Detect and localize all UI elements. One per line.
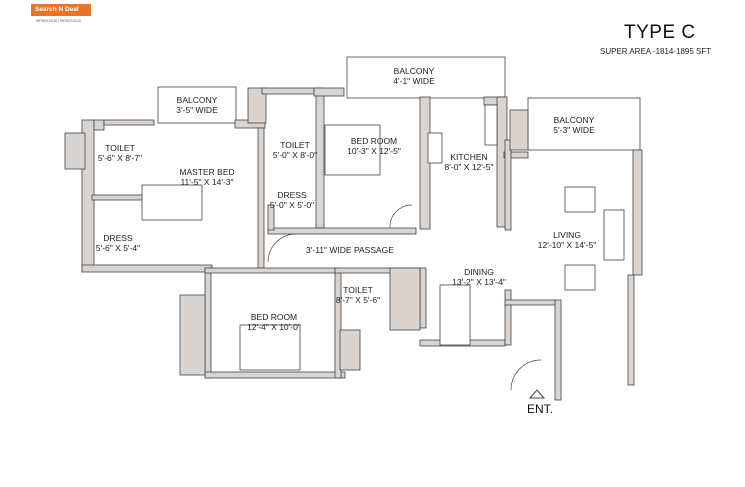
wall	[554, 299, 562, 401]
dining-table	[439, 284, 471, 346]
wall	[389, 267, 421, 331]
wall	[315, 87, 325, 229]
stove	[427, 132, 443, 164]
sink	[484, 104, 498, 146]
wall	[247, 87, 267, 124]
wall	[267, 204, 275, 231]
room-passage: 3'-11" WIDE PASSAGE	[306, 245, 394, 255]
bedroom-1-bed	[324, 124, 381, 176]
wall	[257, 127, 265, 269]
wall	[81, 264, 213, 273]
door-swing	[267, 233, 297, 263]
sofa	[564, 186, 596, 213]
plan-title: TYPE C	[624, 22, 696, 43]
wall	[509, 109, 529, 151]
sofa	[564, 264, 596, 291]
wall	[504, 299, 556, 306]
wall	[632, 149, 643, 276]
wall	[504, 139, 512, 231]
brand-logo: Search N Deal	[31, 4, 91, 16]
wall	[339, 329, 361, 371]
wall	[204, 267, 336, 274]
super-area: SUPER AREA -1814-1895 SFT	[600, 47, 712, 56]
wall	[64, 132, 86, 170]
wall	[313, 87, 345, 97]
wall	[504, 289, 512, 346]
entrance-arrow-icon	[528, 389, 546, 399]
wall	[267, 227, 417, 235]
wall	[261, 87, 315, 95]
wall	[627, 274, 635, 386]
master-bed-furniture	[141, 184, 203, 221]
balcony-outline	[157, 86, 237, 124]
wall	[419, 267, 427, 329]
bedroom-2-bed	[239, 324, 301, 371]
wall	[103, 119, 155, 126]
wall	[93, 119, 105, 131]
entrance-label: ENT.	[527, 402, 554, 416]
wall	[503, 151, 529, 159]
wall	[204, 371, 346, 379]
door-swing	[510, 359, 542, 391]
wall	[179, 294, 206, 376]
brand-phones: 9876XXXX10 | 9876XXXX10	[36, 19, 81, 23]
door-swing	[389, 204, 413, 229]
sofa	[603, 209, 625, 261]
wall	[204, 267, 212, 379]
